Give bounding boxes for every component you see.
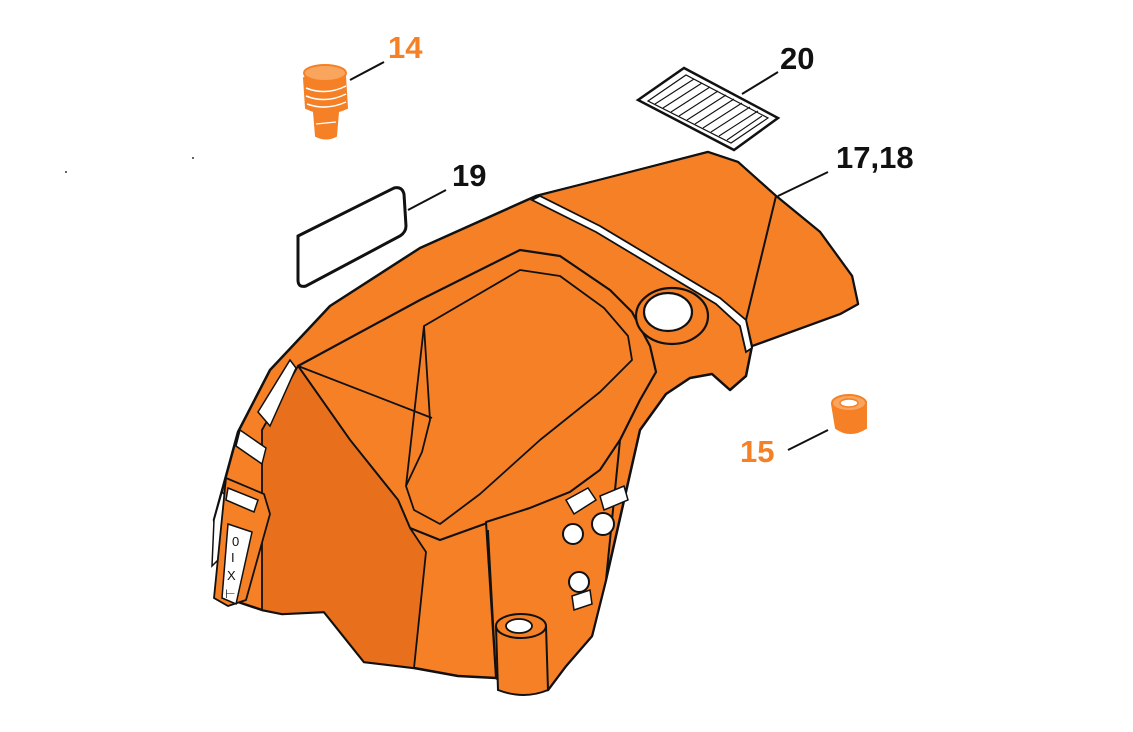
switch-mark-0: 0 [232,534,239,549]
leader-line-19 [407,189,447,211]
switch-mark-x: X [227,568,236,583]
stray-dot [192,157,194,159]
switch-mark-i: I [231,550,235,565]
leader-line-17-18 [777,171,829,197]
part-14-knob [302,64,349,140]
callout-20: 20 [780,41,814,76]
part-20-grille [635,66,781,152]
leader-line-15 [787,429,829,451]
stray-dot [65,171,67,173]
callout-19: 19 [452,158,486,193]
callout-15: 15 [740,434,774,469]
callout-14: 14 [388,30,423,65]
part-17-18-shroud: 0 I X ⊢ [211,150,860,696]
switch-mark-stop: ⊢ [225,587,235,601]
leader-line-14 [349,61,385,81]
part-19-gasket [296,186,408,288]
part-15-plug [830,394,867,434]
callout-17-18: 17,18 [836,140,914,175]
leader-line-20 [741,71,779,95]
